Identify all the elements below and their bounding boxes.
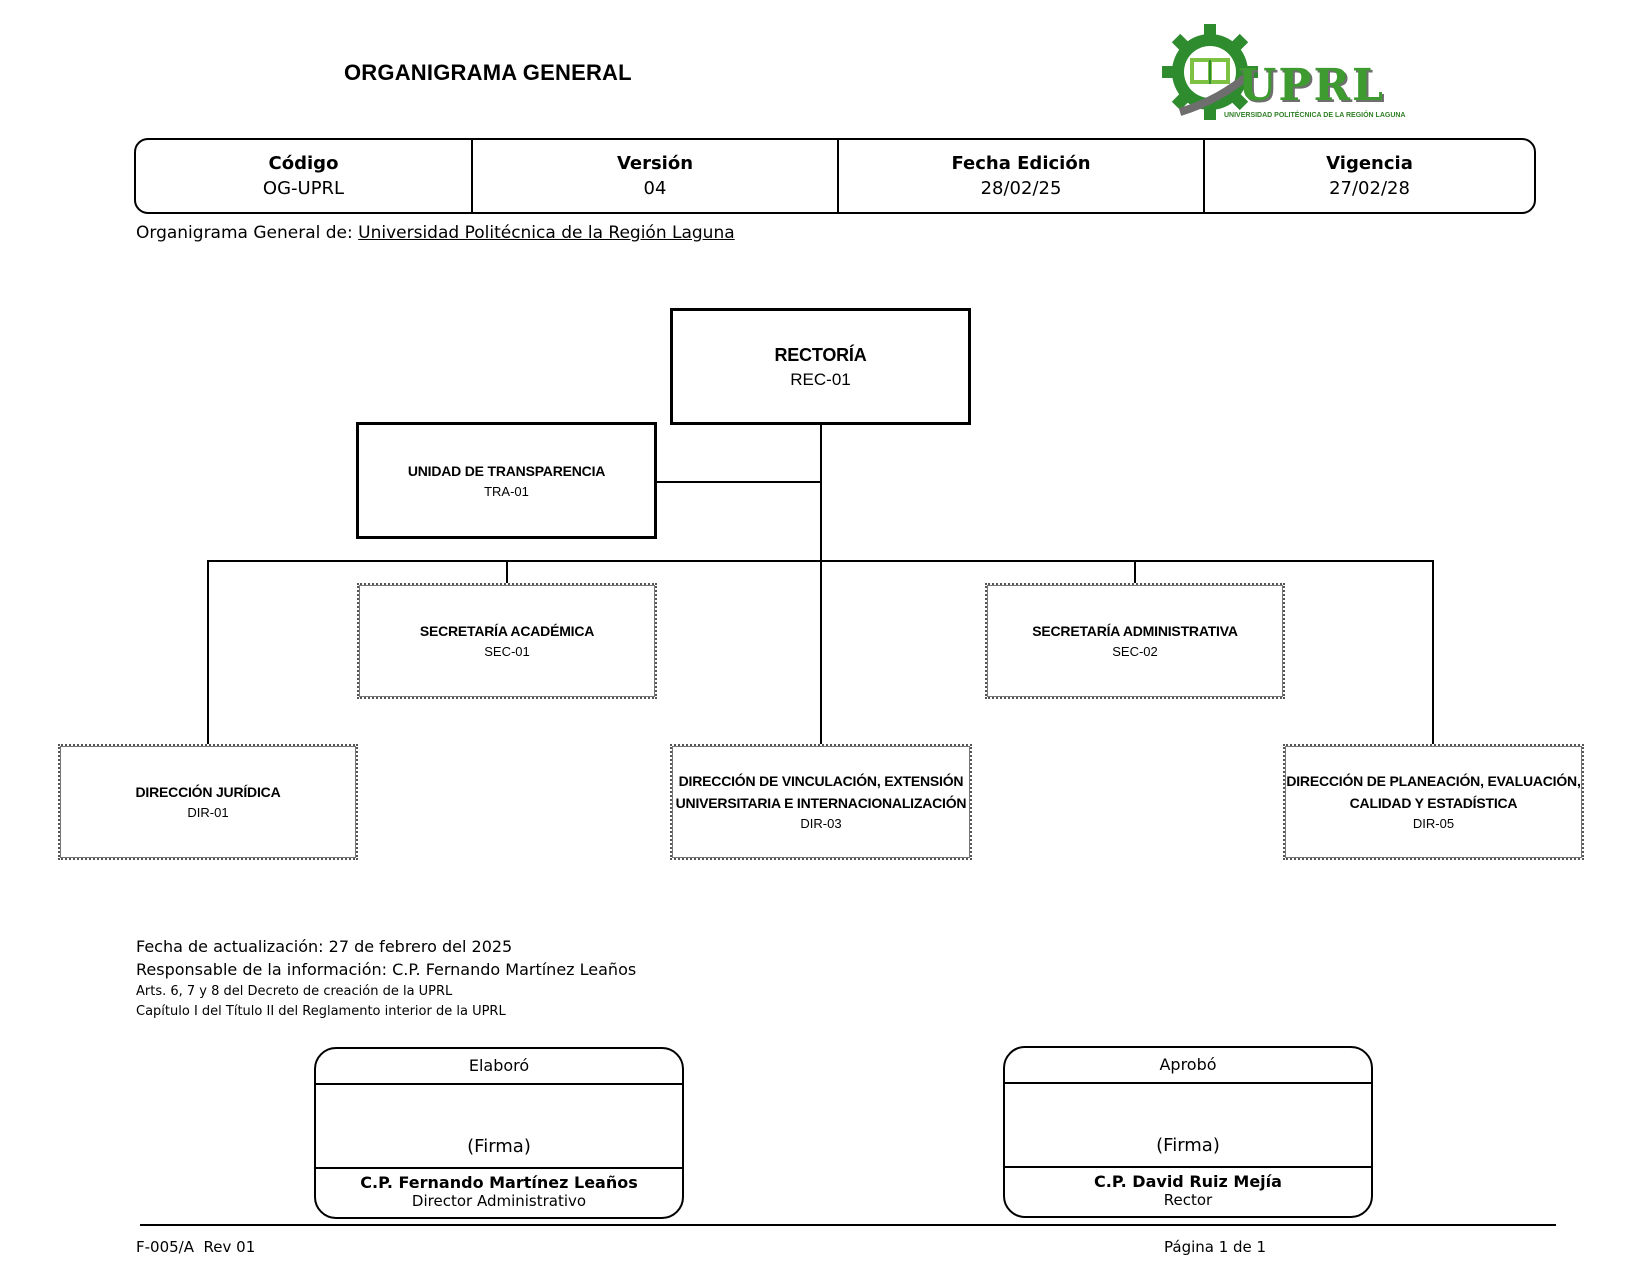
meta-vigencia: Vigencia 27/02/28 bbox=[1205, 140, 1534, 212]
uprl-logo: UPRL UNIVERSIDAD POLITÉCNICA DE LA REGIÓ… bbox=[1160, 22, 1406, 128]
signature-field: (Firma) bbox=[1005, 1084, 1371, 1168]
meta-value: 28/02/25 bbox=[980, 178, 1062, 199]
logo-wordmark: UPRL bbox=[1238, 60, 1385, 111]
connector-line bbox=[820, 424, 822, 746]
org-box-code: DIR-01 bbox=[187, 805, 229, 820]
org-box-direccion-planeacion: DIRECCIÓN DE PLANEACIÓN, EVALUACIÓN, CAL… bbox=[1283, 744, 1584, 860]
document-title: ORGANIGRAMA GENERAL bbox=[344, 60, 632, 85]
org-box-name-line2: UNIVERSITARIA E INTERNACIONALIZACIÓN bbox=[675, 795, 967, 811]
meta-codigo: Código OG-UPRL bbox=[136, 140, 473, 212]
institution-name: Universidad Politécnica de la Región Lag… bbox=[358, 223, 735, 243]
meta-label: Versión bbox=[616, 153, 694, 174]
org-box-code: TRA-01 bbox=[484, 483, 529, 499]
meta-label: Vigencia bbox=[1326, 153, 1413, 174]
org-box-direccion-juridica: DIRECCIÓN JURÍDICA DIR-01 bbox=[58, 744, 358, 860]
org-box-rectoria: RECTORÍA REC-01 bbox=[670, 308, 971, 425]
org-box-code: SEC-01 bbox=[484, 644, 530, 659]
connector-line bbox=[208, 560, 1434, 562]
legal-chapter: Capítulo I del Título II del Reglamento … bbox=[136, 1004, 506, 1019]
page-number: Página 1 de 1 bbox=[1164, 1238, 1267, 1256]
org-box-code: SEC-02 bbox=[1112, 644, 1158, 659]
meta-value: 27/02/28 bbox=[1329, 178, 1410, 199]
signer-role: Rector bbox=[1163, 1191, 1213, 1209]
connector-line bbox=[1432, 560, 1434, 746]
meta-label: Código bbox=[268, 153, 339, 174]
signer-name: C.P. Fernando Martínez Leaños bbox=[360, 1173, 638, 1192]
meta-fecha-edicion: Fecha Edición 28/02/25 bbox=[839, 140, 1205, 212]
connector-line bbox=[207, 560, 209, 746]
gear-book-icon bbox=[1162, 24, 1258, 120]
org-box-name-line2: CALIDAD Y ESTADÍSTICA bbox=[1349, 795, 1518, 811]
connector-line bbox=[656, 481, 822, 483]
signature-box-aprobo: Aprobó (Firma) C.P. David Ruiz Mejía Rec… bbox=[1003, 1046, 1373, 1218]
org-box-direccion-vinculacion: DIRECCIÓN DE VINCULACIÓN, EXTENSIÓN UNIV… bbox=[670, 744, 972, 860]
meta-value: OG-UPRL bbox=[262, 178, 345, 199]
org-box-name: SECRETARÍA ACADÉMICA bbox=[419, 623, 595, 639]
meta-version: Versión 04 bbox=[473, 140, 839, 212]
logo-subtext: UNIVERSIDAD POLITÉCNICA DE LA REGIÓN LAG… bbox=[1224, 112, 1406, 119]
signer-role: Director Administrativo bbox=[411, 1192, 587, 1210]
document-meta-table: Código OG-UPRL Versión 04 Fecha Edición … bbox=[134, 138, 1536, 214]
update-date: Fecha de actualización: 27 de febrero de… bbox=[136, 937, 513, 956]
org-box-secretaria-administrativa: SECRETARÍA ADMINISTRATIVA SEC-02 bbox=[985, 583, 1285, 699]
org-box-secretaria-academica: SECRETARÍA ACADÉMICA SEC-01 bbox=[357, 583, 657, 699]
legal-articles: Arts. 6, 7 y 8 del Decreto de creación d… bbox=[136, 984, 453, 999]
org-box-transparencia: UNIDAD DE TRANSPARENCIA TRA-01 bbox=[356, 422, 657, 539]
signature-heading: Elaboró bbox=[316, 1049, 682, 1085]
org-box-code: DIR-03 bbox=[800, 816, 842, 831]
subtitle-prefix: Organigrama General de: bbox=[136, 223, 353, 243]
org-box-name: UNIDAD DE TRANSPARENCIA bbox=[407, 462, 606, 479]
org-box-name-line1: DIRECCIÓN DE PLANEACIÓN, EVALUACIÓN, bbox=[1286, 773, 1581, 789]
responsible-person: Responsable de la información: C.P. Fern… bbox=[136, 960, 637, 979]
org-box-code: DIR-05 bbox=[1412, 816, 1455, 831]
connector-line bbox=[506, 560, 508, 584]
form-code: F-005/A Rev 01 bbox=[136, 1238, 256, 1256]
org-box-name: SECRETARÍA ADMINISTRATIVA bbox=[1032, 623, 1238, 639]
org-subtitle: Organigrama General de: Universidad Poli… bbox=[136, 223, 735, 243]
org-box-name: RECTORÍA bbox=[774, 344, 867, 365]
org-box-name: DIRECCIÓN JURÍDICA bbox=[135, 784, 281, 800]
signer-name: C.P. David Ruiz Mejía bbox=[1094, 1172, 1282, 1191]
org-box-code: REC-01 bbox=[790, 369, 851, 389]
signature-heading: Aprobó bbox=[1005, 1048, 1371, 1084]
org-box-name-line1: DIRECCIÓN DE VINCULACIÓN, EXTENSIÓN bbox=[678, 773, 964, 789]
connector-line bbox=[1134, 560, 1136, 584]
meta-label: Fecha Edición bbox=[951, 153, 1091, 174]
signature-box-elaboro: Elaboró (Firma) C.P. Fernando Martínez L… bbox=[314, 1047, 684, 1219]
footer-divider bbox=[140, 1224, 1556, 1226]
signature-field: (Firma) bbox=[316, 1085, 682, 1169]
meta-value: 04 bbox=[643, 178, 667, 199]
